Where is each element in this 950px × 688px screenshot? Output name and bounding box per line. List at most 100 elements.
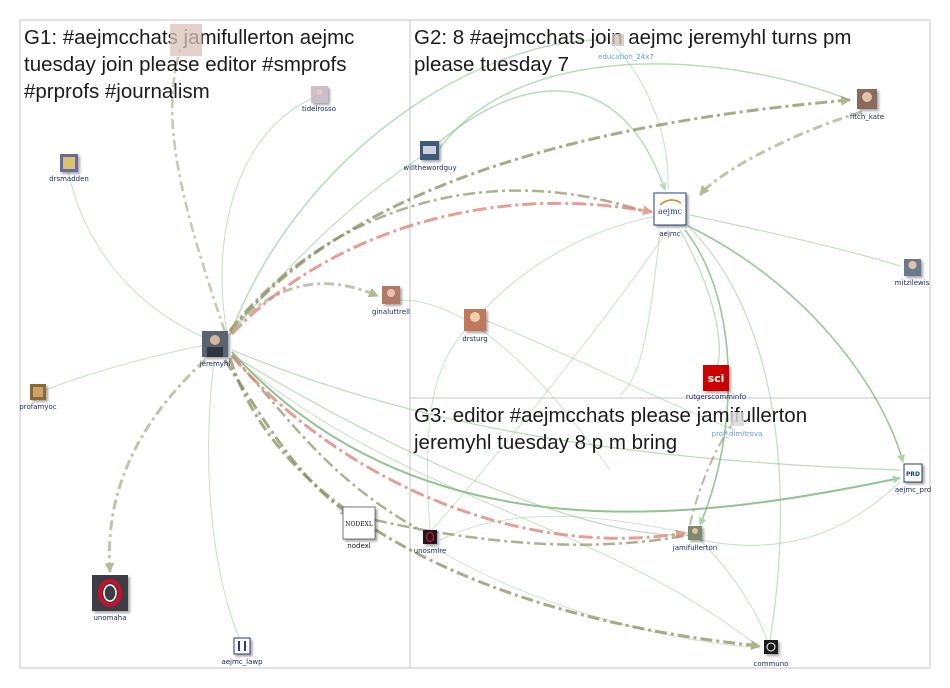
node-label: profamyoc xyxy=(19,403,56,411)
uno-logo-ring xyxy=(98,579,122,607)
node-label: rutgerscomminfo xyxy=(686,393,746,401)
node-label: communo xyxy=(754,660,789,668)
node-profamyoc[interactable]: profamyoc xyxy=(19,384,57,411)
aejmc-logo-text: aejmc xyxy=(658,207,683,216)
sci-logo-icon xyxy=(703,365,729,391)
nodexl-logo-icon xyxy=(342,506,376,540)
node-label: drsmadden xyxy=(49,175,89,183)
node-aejmc[interactable]: aejmc aejmc xyxy=(653,192,687,238)
edge xyxy=(619,229,661,396)
avatar-detail xyxy=(766,642,776,652)
portrait-body xyxy=(207,347,223,357)
edge-layer xyxy=(39,39,905,651)
edge xyxy=(231,354,761,649)
edge xyxy=(230,201,653,336)
node-aejmc_prd[interactable]: PRD aejmc_prd xyxy=(895,463,931,494)
node-drsmadden[interactable]: drsmadden xyxy=(49,154,89,183)
edge xyxy=(399,299,611,471)
edge xyxy=(231,349,901,471)
prd-logo-icon xyxy=(903,463,923,483)
avatar-icon xyxy=(612,34,624,46)
edge xyxy=(171,49,227,333)
pillar-icon xyxy=(233,637,251,655)
sci-logo-text: sci xyxy=(708,372,725,385)
uno-logo-inner xyxy=(103,584,117,602)
node-label: education_24x7 xyxy=(598,53,654,61)
node-fitch_kate[interactable]: fitch_kate xyxy=(850,89,884,121)
edge xyxy=(67,169,206,339)
node-unosmlre[interactable]: unosmlre xyxy=(414,530,447,555)
portrait-head xyxy=(316,89,323,95)
node-label: drsturg xyxy=(462,335,487,343)
aejmc-logo-swoosh xyxy=(659,199,682,206)
avatar-detail xyxy=(33,387,43,397)
node-label: ginaluttrell xyxy=(372,308,410,316)
edge xyxy=(374,518,689,546)
node-jeremyhl[interactable]: jeremyhl xyxy=(199,331,231,368)
group-title-line: G2: 8 #aejmcchats join aejmc jeremyhl tu… xyxy=(414,26,852,49)
group-title-line: G3: editor #aejmcchats please jamifuller… xyxy=(414,404,807,427)
avatar-icon xyxy=(730,412,744,426)
faded-avatar-icon xyxy=(170,24,202,56)
portrait-head xyxy=(210,335,220,345)
avatar-detail xyxy=(425,531,435,543)
edge xyxy=(221,94,321,339)
portrait-head xyxy=(692,528,698,534)
node-label: jamifullerton xyxy=(672,544,717,552)
group-title-g3: G3: editor #aejmcchats please jamifuller… xyxy=(413,404,807,454)
edge xyxy=(230,282,379,330)
edge xyxy=(439,515,689,541)
node-label: unosmlre xyxy=(414,547,447,555)
avatar-icon xyxy=(764,640,778,654)
node-unomaha[interactable]: unomaha xyxy=(92,575,128,622)
node-ginaluttrell[interactable]: ginaluttrell xyxy=(372,286,410,316)
aejmc-logo-icon xyxy=(653,192,687,226)
edge xyxy=(699,539,769,643)
node-rutgerscomminfo[interactable]: sci rutgerscomminfo xyxy=(686,365,746,401)
portrait-head xyxy=(908,261,917,269)
node-label: prof_dimitrova xyxy=(712,430,763,438)
node-label: willthewordguy xyxy=(403,164,456,172)
portrait-head xyxy=(862,92,872,102)
edge xyxy=(230,355,686,540)
node-communo[interactable]: communo xyxy=(754,640,789,668)
group-title-line: #prprofs #journalism xyxy=(24,80,210,103)
group-title-g2: G2: 8 #aejmcchats join aejmc jeremyhl tu… xyxy=(414,26,852,76)
edge xyxy=(231,354,691,536)
node-nodexl[interactable]: NODEXL nodexl xyxy=(342,506,376,550)
edge xyxy=(699,481,901,546)
node-drsturg[interactable]: drsturg xyxy=(462,309,488,343)
node-prof_dimitrova[interactable]: prof_dimitrova xyxy=(712,412,763,438)
edge xyxy=(208,359,241,641)
edge xyxy=(228,357,761,651)
node-label: tidelrosso xyxy=(302,105,336,113)
edge xyxy=(228,95,851,333)
edge xyxy=(426,329,466,531)
node-label: nodexl xyxy=(347,542,370,550)
edge xyxy=(229,189,641,331)
nodexl-logo-text: NODEXL xyxy=(345,521,373,528)
edge xyxy=(439,63,851,149)
node-label: mitzilewis xyxy=(895,279,930,287)
node-label: aejmc xyxy=(659,230,680,238)
node-label: unomaha xyxy=(94,614,127,622)
edge xyxy=(689,214,901,267)
edge xyxy=(689,419,736,526)
edge xyxy=(229,39,601,336)
group-title-line: jeremyhl tuesday 8 p m bring xyxy=(413,431,677,454)
node-tidelrosso[interactable]: tidelrosso xyxy=(302,86,336,113)
edge xyxy=(698,110,863,196)
group-title-line: tuesday join please editor #smprofs xyxy=(24,53,347,76)
group-title-line: please tuesday 7 xyxy=(414,53,569,76)
node-willthewordguy[interactable]: willthewordguy xyxy=(403,141,457,172)
node-aejmc_lawp[interactable]: aejmc_lawp xyxy=(221,637,263,666)
prd-logo-text: PRD xyxy=(906,471,920,478)
node-education_24x7[interactable]: education_24x7 xyxy=(598,34,654,61)
node-label: jeremyhl xyxy=(199,360,231,368)
pillar-right xyxy=(244,641,246,651)
edge xyxy=(431,229,669,531)
edge xyxy=(429,90,667,191)
avatar-icon xyxy=(423,530,437,544)
node-jamifullerton[interactable]: jamifullerton xyxy=(672,526,717,552)
node-mitzilewis[interactable]: mitzilewis xyxy=(895,259,930,287)
